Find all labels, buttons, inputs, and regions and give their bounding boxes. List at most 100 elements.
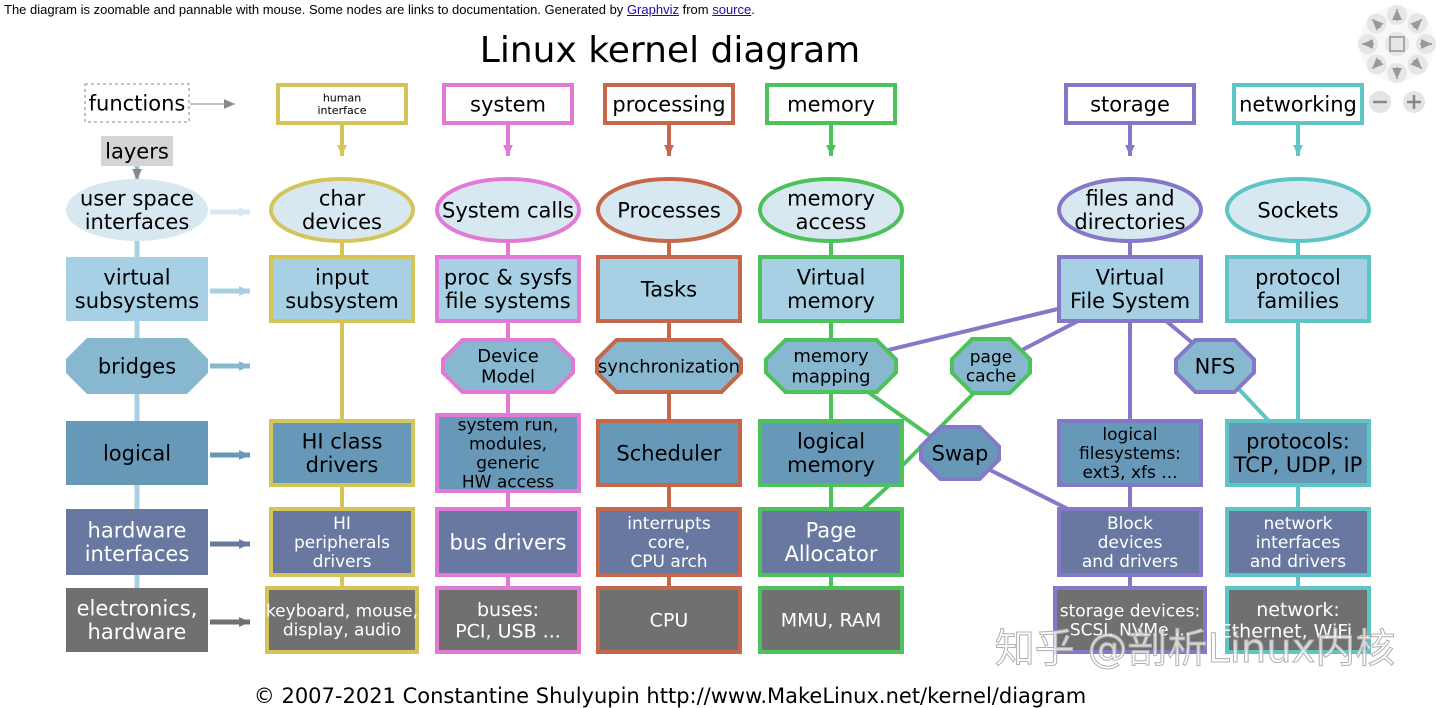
processing-user-space[interactable]: Processes: [596, 177, 742, 243]
header-storage-label: storage: [1090, 92, 1170, 116]
zoom-out-button[interactable]: [1369, 91, 1391, 113]
networking-electronics[interactable]: network:Ethernet, WiFi ...: [1220, 586, 1377, 654]
processing-logical-shape: [596, 419, 742, 487]
header-processing[interactable]: processing: [603, 83, 735, 125]
pan-right-button[interactable]: [1416, 34, 1436, 54]
memory-bridge-label: memory: [793, 346, 869, 367]
graphviz-link[interactable]: Graphviz: [626, 2, 679, 17]
networking-logical[interactable]: protocols:TCP, UDP, IP: [1225, 419, 1371, 487]
reset-view-button[interactable]: [1385, 32, 1409, 56]
header-memory[interactable]: memory: [765, 83, 897, 125]
system-logical-shape: [435, 413, 581, 493]
header-arrow-storage-head: [1125, 145, 1135, 156]
human-interface-electronics[interactable]: keyboard, mouse,display, audio: [265, 586, 419, 654]
processing-virtual[interactable]: Tasks: [596, 255, 742, 323]
legend-row-5[interactable]: electronics,hardware: [66, 588, 208, 652]
storage-electronics[interactable]: storage devices:SCSI, NVMe ...: [1053, 586, 1207, 654]
pan-down-left-button[interactable]: [1366, 54, 1387, 75]
networking-user-space[interactable]: Sockets: [1225, 177, 1371, 243]
legend-row-2-label: bridges: [98, 354, 176, 378]
memory-electronics[interactable]: MMU, RAM: [758, 586, 904, 654]
legend-layers[interactable]: layers: [101, 136, 173, 166]
storage-virtual-label: File System: [1070, 289, 1190, 313]
storage-hardware-if-shape: [1057, 507, 1203, 577]
processing-electronics-label: CPU: [650, 610, 689, 632]
legend-row-arrow-2-head: [239, 361, 250, 371]
human-interface-virtual-label: subsystem: [285, 289, 399, 313]
arrow-up-right-icon-head: [1410, 19, 1422, 31]
legend-functions-arrow-head: [224, 99, 235, 109]
processing-hardware-if-label: CPU arch: [630, 552, 707, 572]
nfs-node[interactable]: NFS: [1174, 338, 1256, 394]
processing-bridge[interactable]: synchronization: [595, 338, 743, 394]
pan-up-button[interactable]: [1387, 5, 1407, 25]
storage-logical-label: filesystems:: [1079, 444, 1181, 464]
memory-electronics-shape: [758, 586, 904, 654]
processing-user-space-shape: [596, 177, 742, 243]
system-hardware-if[interactable]: bus drivers: [435, 507, 581, 577]
pan-up-left-button[interactable]: [1366, 13, 1387, 34]
storage-user-space-label: files and: [1085, 187, 1174, 211]
reset-view-bg: [1385, 32, 1409, 56]
legend-row-0-shape: [66, 179, 208, 241]
header-note: The diagram is zoomable and pannable wit…: [4, 2, 755, 17]
legend-row-3[interactable]: logical: [66, 421, 208, 485]
system-electronics[interactable]: buses:PCI, USB ...: [435, 586, 581, 654]
human-interface-user-space-label: devices: [302, 210, 382, 234]
swap-node-shape: [919, 425, 1001, 481]
memory-electronics-label: MMU, RAM: [781, 610, 882, 632]
processing-logical[interactable]: Scheduler: [596, 419, 742, 487]
pan-down-button[interactable]: [1387, 63, 1407, 83]
zoom-in-button[interactable]: [1403, 91, 1425, 113]
source-link[interactable]: source: [712, 2, 752, 17]
legend-row-arrow-0-head: [239, 207, 250, 217]
legend-row-2[interactable]: bridges: [66, 338, 208, 394]
human-interface-logical-label: HI class: [302, 430, 383, 454]
header-networking-label: networking: [1239, 92, 1357, 116]
pan-down-right-button[interactable]: [1407, 54, 1428, 75]
legend-functions[interactable]: functions: [84, 83, 190, 123]
processing-electronics[interactable]: CPU: [596, 586, 742, 654]
pan-up-right-button[interactable]: [1407, 13, 1428, 34]
header-system-shape: [442, 83, 574, 125]
pan-left-button[interactable]: [1358, 34, 1378, 54]
swap-node[interactable]: Swap: [919, 425, 1001, 481]
processing-logical-label: Scheduler: [616, 441, 721, 465]
header-networking[interactable]: networking: [1232, 83, 1364, 125]
memory-logical-label: logical: [797, 430, 865, 454]
system-user-space[interactable]: System calls: [435, 177, 581, 243]
human-interface-electronics-label: display, audio: [283, 620, 401, 640]
legend-row-arrow-5-head: [239, 617, 250, 627]
pan-control[interactable]: [1358, 5, 1436, 83]
swap-node-label: Swap: [932, 441, 989, 465]
header-storage[interactable]: storage: [1064, 83, 1196, 125]
arrow-up-icon-head: [1392, 9, 1402, 20]
header-system[interactable]: system: [442, 83, 574, 125]
legend-row-arrow-4-head: [239, 539, 250, 549]
